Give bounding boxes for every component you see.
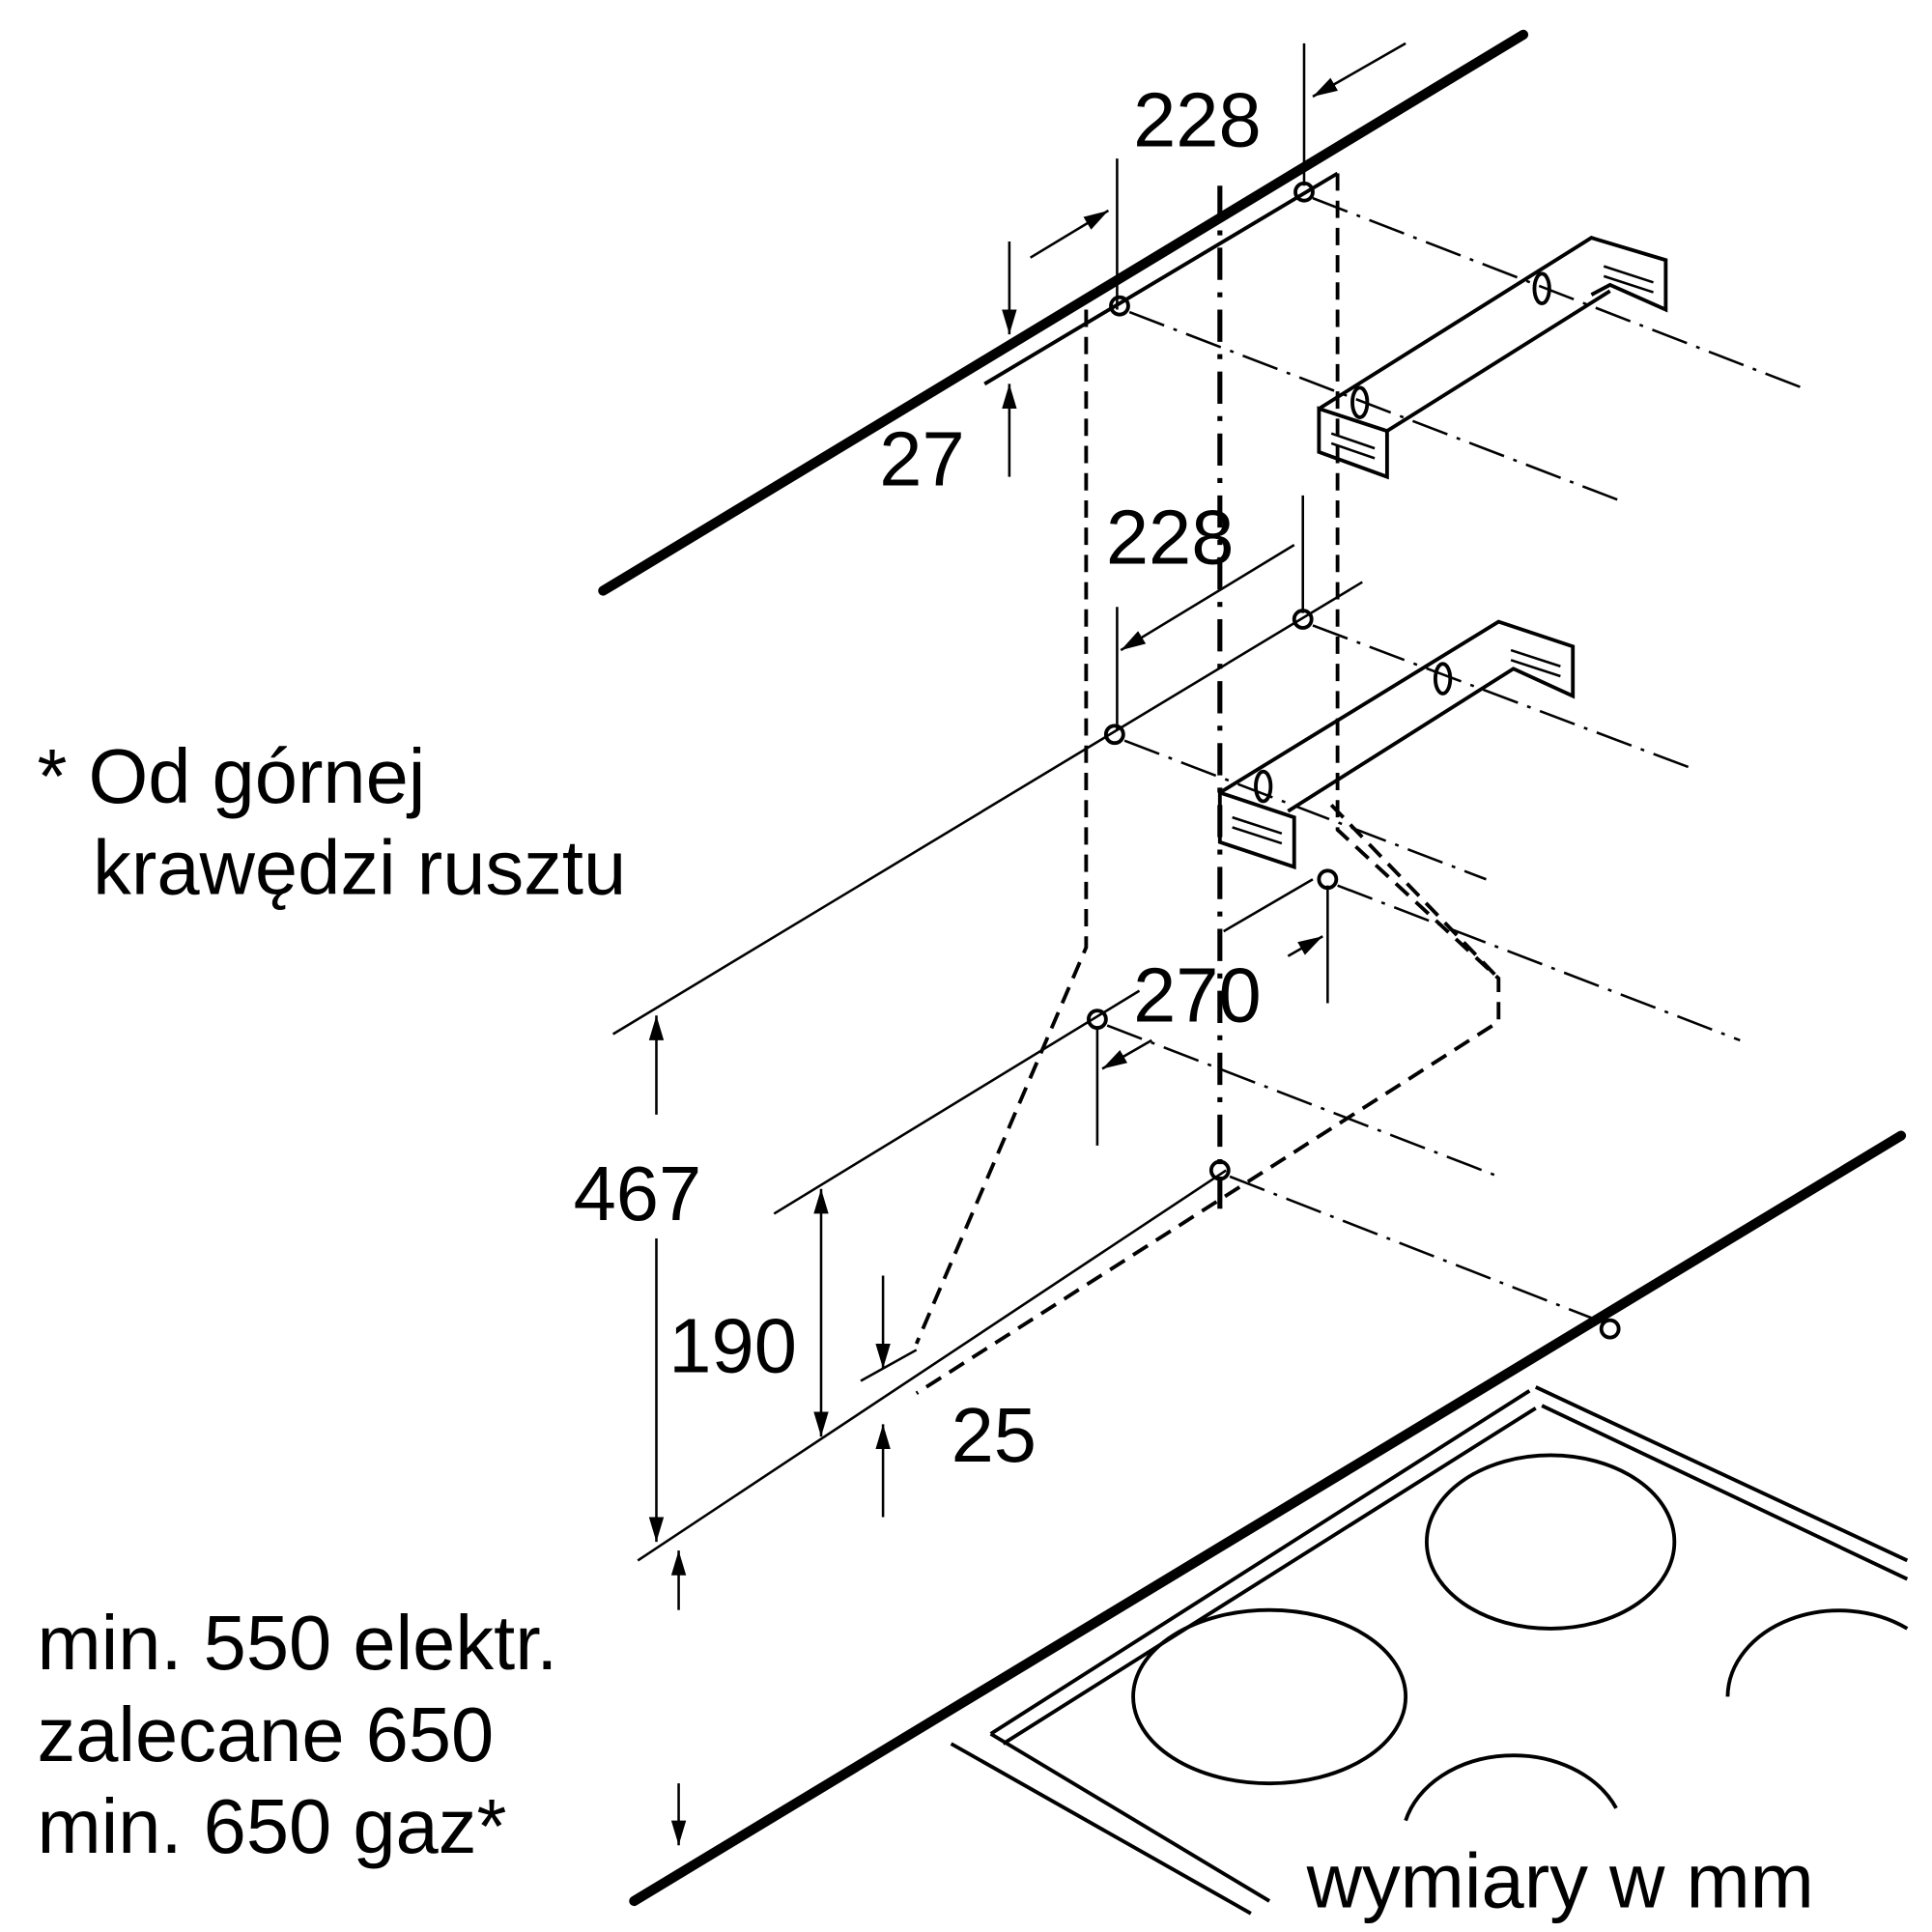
min-distance-electric: min. 550 elektr. xyxy=(37,1600,557,1686)
top-mount-line xyxy=(983,171,1339,386)
footnote-line2: krawędzi rusztu xyxy=(93,825,626,911)
burner xyxy=(1725,1608,1909,1697)
dim-middle-spacing: 228 xyxy=(1106,494,1235,580)
footnote-line1: * Od górnej xyxy=(37,733,425,819)
min-distance-gas: min. 650 gaz* xyxy=(37,1783,506,1869)
dim-top-spacing: 228 xyxy=(1133,76,1262,162)
units-note: wymiary w mm xyxy=(1306,1837,1814,1923)
hob xyxy=(629,1130,1909,1916)
burner xyxy=(1404,1753,1618,1822)
dim-offset-25: 25 xyxy=(952,1392,1037,1478)
dim-lower-spacing: 270 xyxy=(1133,952,1262,1038)
screw-lines xyxy=(1106,196,1809,1326)
bracket-upper xyxy=(1317,236,1668,480)
burner xyxy=(1425,1453,1677,1631)
dimension-lines xyxy=(648,42,1406,1846)
dim-height-190: 190 xyxy=(668,1303,797,1389)
recommended-distance: zalecane 650 xyxy=(37,1691,494,1777)
dim-top-offset: 27 xyxy=(879,416,964,502)
ceiling-line xyxy=(598,29,1529,596)
mounting-holes xyxy=(1087,181,1621,1340)
bracket-middle xyxy=(1217,619,1576,870)
burner xyxy=(1131,1607,1408,1786)
dim-height-467: 467 xyxy=(574,1151,702,1236)
